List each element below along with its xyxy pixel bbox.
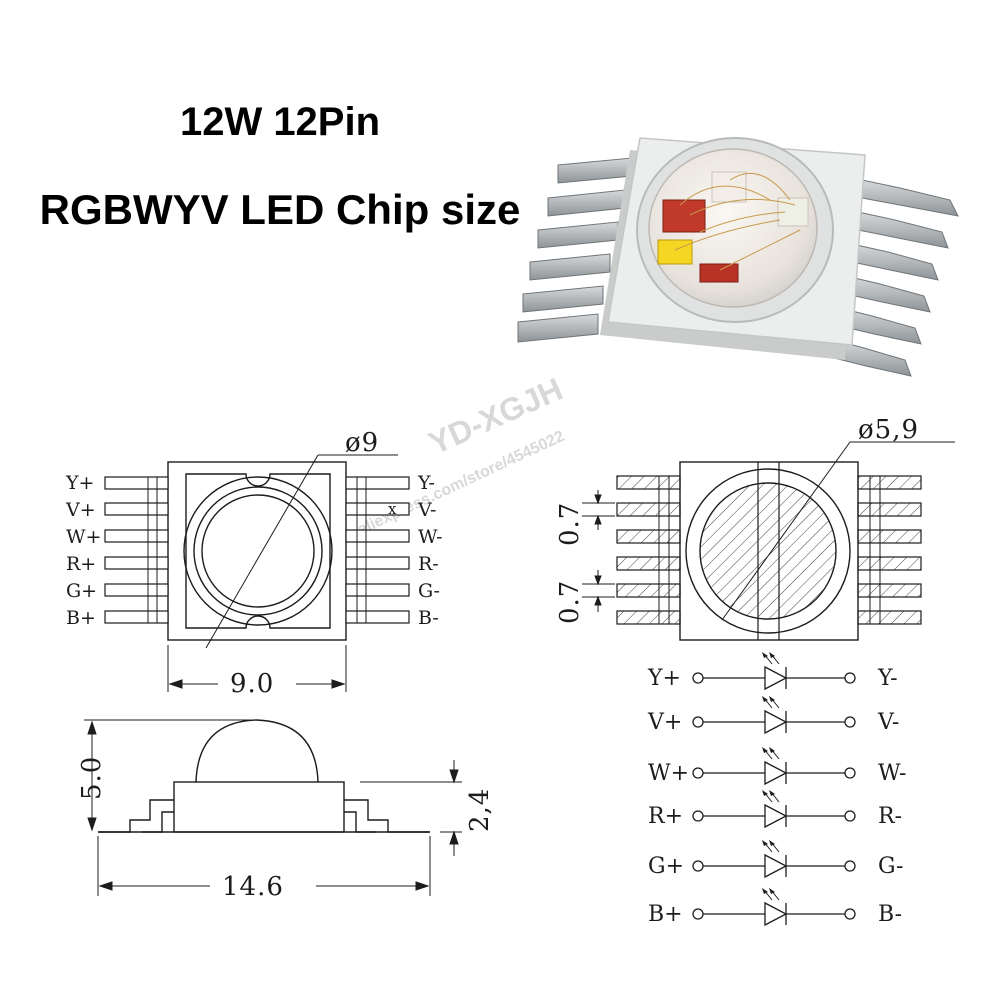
pin-label: Y+ [65, 472, 94, 494]
anode-terminal [692, 860, 704, 872]
side-length-dimension [97, 836, 431, 896]
anode-terminal [692, 672, 704, 684]
schematic-anode-label: B+ [648, 902, 683, 927]
cathode-terminal [844, 810, 856, 822]
schematic-cathode-label: B- [878, 902, 902, 927]
pin-label: R- [418, 553, 439, 575]
anode-terminal [692, 767, 704, 779]
diode-triangle [764, 803, 788, 829]
schematic-row: Y+ Y- [647, 652, 898, 691]
schematic-row: G+ G- [648, 840, 903, 879]
emission-arrow-head [762, 888, 768, 894]
red-die-2 [699, 263, 739, 283]
cathode-terminal [844, 767, 856, 779]
diode-triangle [764, 853, 788, 879]
schematic-row: B+ B- [648, 888, 902, 927]
footprint-diameter-leader [721, 441, 955, 621]
emission-arrow-head [769, 790, 775, 796]
emission-arrow-head [769, 652, 775, 658]
pin-label: V+ [65, 499, 96, 521]
led-left-pins [517, 157, 633, 343]
front-view [167, 461, 347, 641]
schematic-anode-label: Y+ [647, 666, 681, 691]
schematic-row: V+ V- [647, 696, 899, 735]
front-width-label: 9.0 [230, 669, 274, 699]
emission-arrow-head [769, 747, 775, 753]
schematic-anode-label: W+ [648, 761, 689, 786]
led-right-pins [833, 179, 959, 377]
schematic-anode-label: G+ [648, 854, 684, 879]
side-body-height-label: 2,4 [465, 788, 495, 832]
schematic-cathode-label: Y- [877, 666, 898, 691]
pin-label: Y- [417, 472, 435, 494]
emission-arrow-head [769, 840, 775, 846]
pin-label: G+ [66, 580, 97, 602]
schematic-cathode-label: G- [878, 854, 903, 879]
pin-label: W+ [66, 526, 101, 548]
front-left-pins [104, 476, 169, 624]
schematic-cathode-label: W- [878, 761, 906, 786]
schematic-cathode-label: R- [878, 804, 902, 829]
cathode-terminal [844, 908, 856, 920]
footprint-left-pads [616, 475, 681, 625]
pin-label: B- [418, 607, 439, 629]
side-height-label: 5.0 [77, 756, 107, 800]
side-height-dimension [84, 719, 255, 832]
footprint-pad-diameter: ø5,9 [858, 415, 919, 445]
anode-terminal [692, 810, 704, 822]
front-right-pin-labels: Y- V- W- R- G- B- [417, 472, 443, 629]
side-body-dimension [360, 760, 462, 856]
diode-triangle [764, 709, 788, 735]
pin-label: R+ [66, 553, 96, 575]
header-title-line1: 12W 12Pin [179, 100, 381, 144]
led-schematic: Y+ Y- V+ V- W+ W- R+ R- G+ G- B+ B- [647, 652, 906, 927]
side-view [98, 719, 430, 833]
emission-arrow-head [762, 840, 768, 846]
pin-label: B+ [66, 607, 96, 629]
footprint-right-pads [857, 475, 922, 625]
footprint-view [679, 461, 859, 641]
diode-triangle [764, 901, 788, 927]
yellow-die [657, 239, 693, 265]
front-lens-diameter: ø9 [345, 428, 379, 458]
red-die [662, 199, 706, 233]
cathode-terminal [844, 716, 856, 728]
schematic-anode-label: V+ [647, 710, 682, 735]
diode-triangle [764, 760, 788, 786]
footprint-pitch-bottom-label: 0.7 [555, 580, 585, 624]
front-right-pins [345, 476, 410, 624]
emission-arrow-head [762, 652, 768, 658]
cathode-terminal [844, 860, 856, 872]
front-diameter-leader [205, 454, 398, 649]
emission-arrow-head [762, 790, 768, 796]
emission-arrow-head [769, 888, 775, 894]
schematic-anode-label: R+ [648, 804, 683, 829]
side-length-label: 14.6 [222, 872, 284, 902]
anode-terminal [692, 908, 704, 920]
pin-label: G- [418, 580, 440, 602]
diode-triangle [764, 665, 788, 691]
emission-arrow-head [769, 696, 775, 702]
emission-arrow-head [762, 696, 768, 702]
emission-arrow-head [762, 747, 768, 753]
lens-dome [648, 148, 818, 308]
front-width-dimension [167, 645, 347, 692]
pin-label: W- [418, 526, 443, 548]
footprint-pitch-top [582, 490, 615, 530]
footprint-pitch-bottom [582, 570, 615, 612]
bond-wires [674, 172, 801, 271]
schematic-row: W+ W- [648, 747, 906, 786]
front-mark: x [388, 500, 397, 518]
front-left-pin-labels: Y+ V+ W+ R+ G+ B+ [65, 472, 101, 629]
schematic-row: R+ R- [648, 790, 902, 829]
pin-label: V- [417, 499, 436, 521]
cathode-terminal [844, 672, 856, 684]
footprint-pitch-top-label: 0.7 [555, 502, 585, 546]
anode-terminal [692, 716, 704, 728]
schematic-cathode-label: V- [877, 710, 899, 735]
header-title-line2: RGBWYV LED Chip size [39, 186, 521, 233]
led-chip-photo [517, 137, 959, 377]
